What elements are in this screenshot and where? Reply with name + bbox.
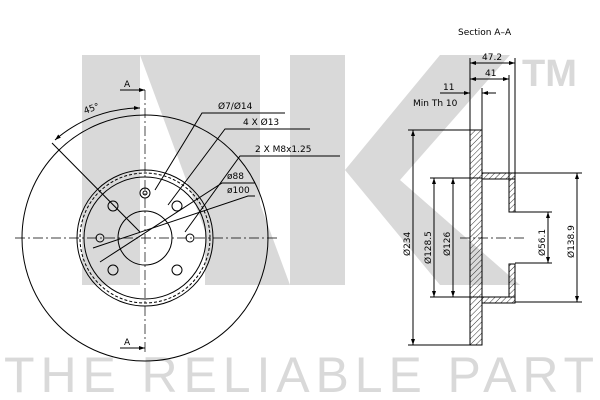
callout-d88: ø88 (227, 172, 244, 182)
callout-threads: 2 X M8x1.25 (255, 145, 311, 155)
dim-total-height: 47.2 (482, 53, 502, 63)
dim-hat-height: 41 (485, 69, 496, 79)
callout-d100: ø100 (227, 186, 250, 196)
dim-center-bore: Ø56.1 (537, 229, 548, 256)
trademark-watermark: TM (522, 53, 577, 95)
section-view (408, 58, 582, 346)
front-view (15, 88, 340, 362)
nk-logo-watermark (82, 55, 520, 285)
dim-hat-inner-1: Ø128.5 (423, 231, 434, 264)
slogan-watermark: THE RELIABLE PART (4, 347, 594, 400)
dim-outer-diameter: Ø234 (402, 231, 413, 256)
section-marker-bottom: A (124, 338, 131, 348)
callout-bolt-holes: 4 X Ø13 (243, 117, 279, 128)
dim-min-thickness: Min Th 10 (413, 99, 458, 109)
section-marker-top: A (124, 80, 131, 90)
dim-hat-outer: Ø138.9 (566, 225, 577, 258)
section-title: Section A–A (458, 28, 512, 38)
callout-pilot-hole: Ø7/Ø14 (218, 101, 253, 112)
dim-thickness: 11 (443, 83, 454, 93)
dim-hat-inner-2: Ø126 (442, 231, 453, 256)
